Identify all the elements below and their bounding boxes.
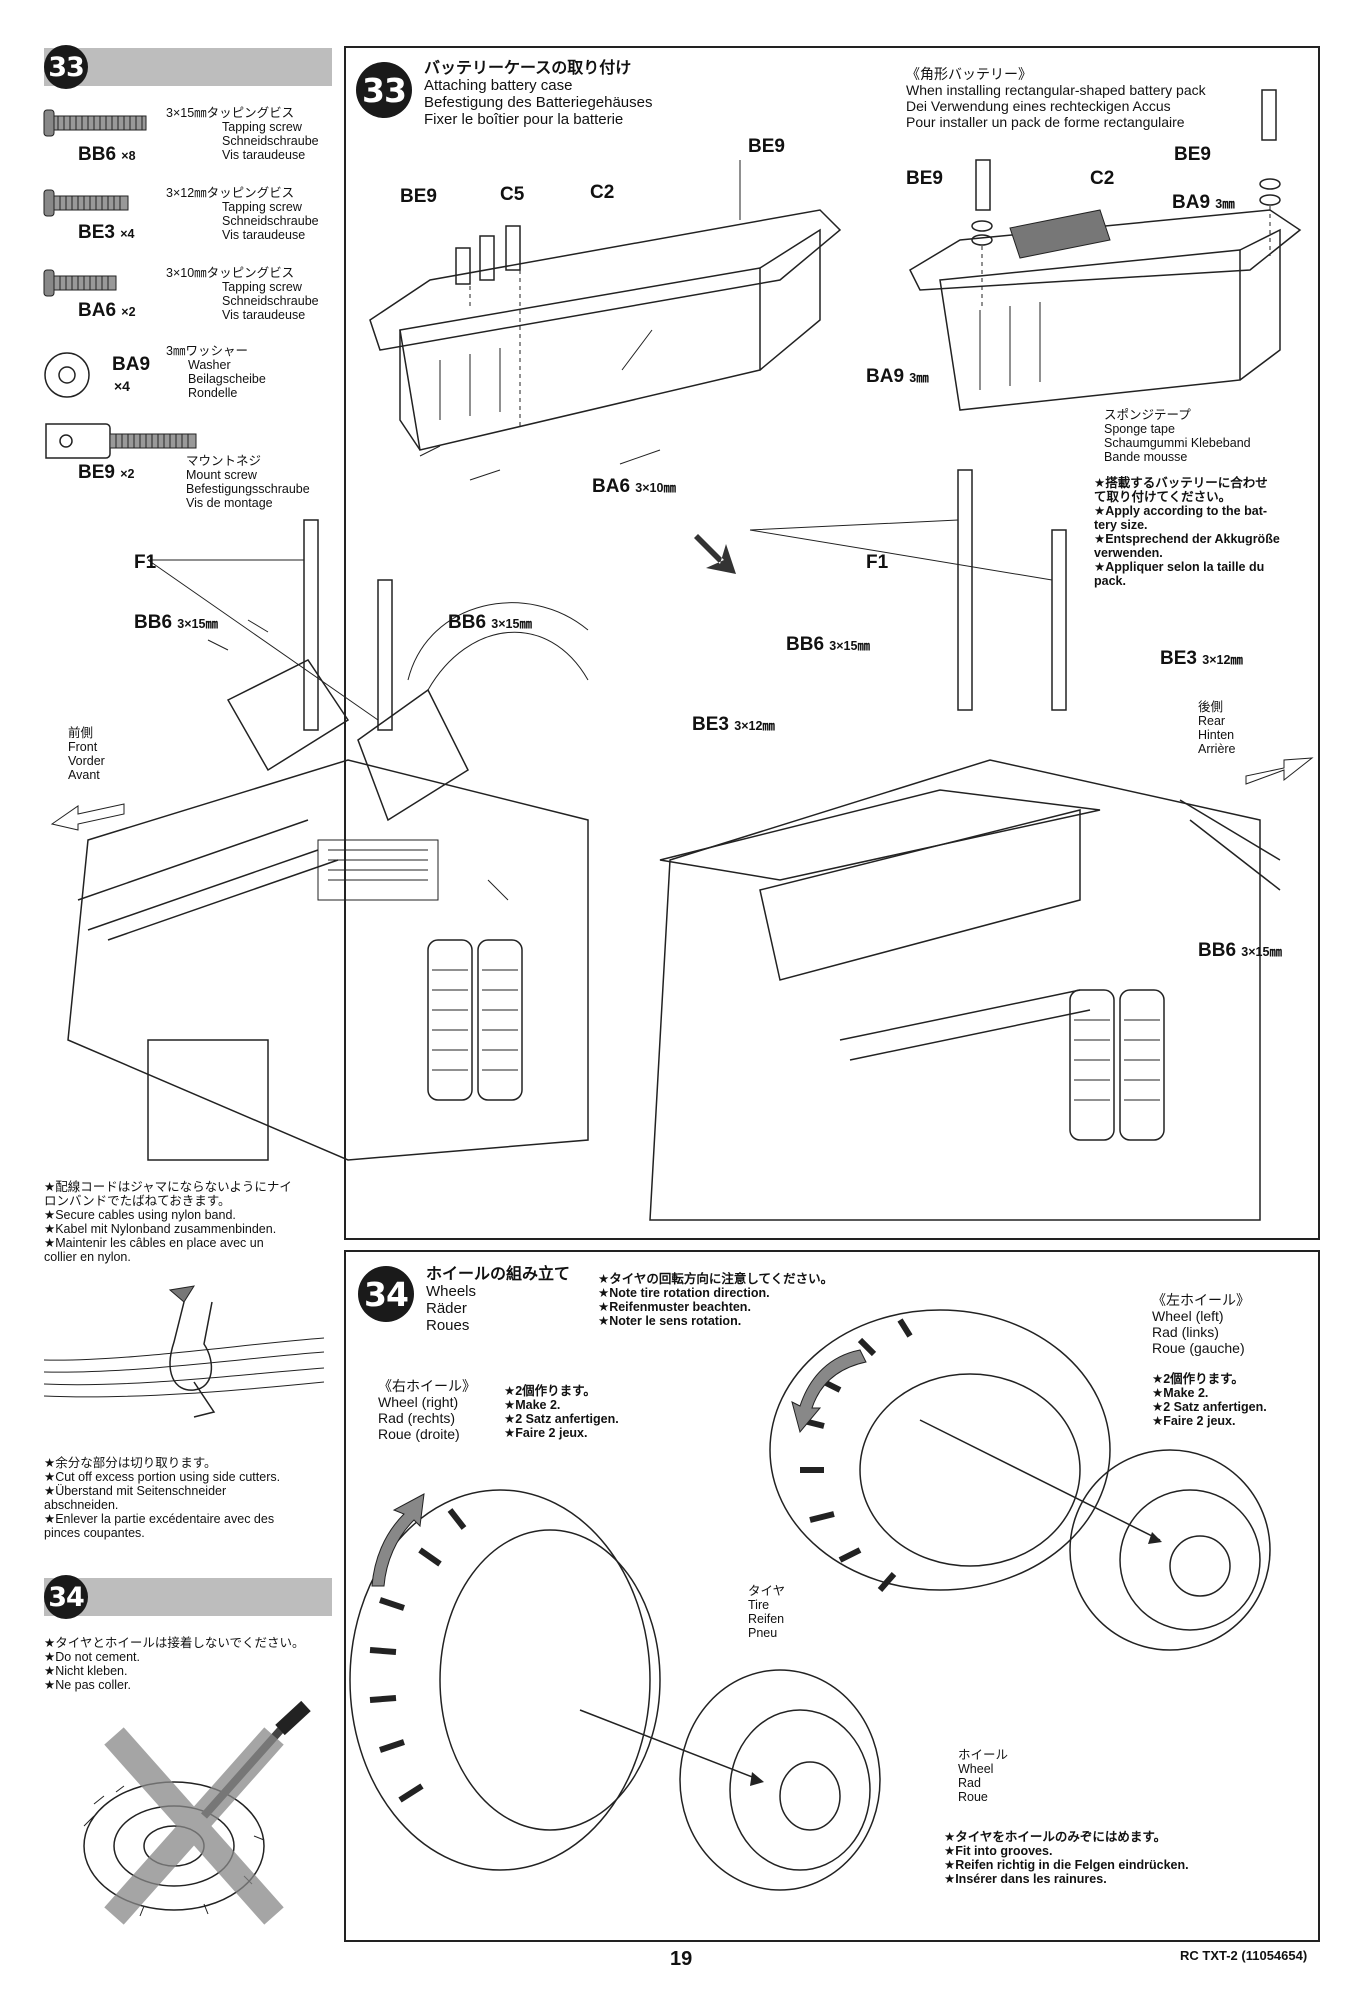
part-description: 3×12㎜タッピングビス Tapping screw Schneidschrau… [166, 186, 319, 242]
do-not-cement-illustration [83, 1700, 311, 1925]
screw-icon [43, 269, 117, 297]
left-wheel-drawing [769, 1309, 1271, 1651]
chassis-drawing-left [67, 519, 589, 1161]
label-be9: BE9 [748, 136, 785, 157]
document-ref: RC TXT-2 (11054654) [1180, 1948, 1308, 1963]
apply-note: ★搭載するバッテリーに合わせて取り付けてください。 ★Apply accordi… [1094, 476, 1280, 588]
part-description: マウントネジ Mount screw Befestigungsschraube … [186, 454, 310, 510]
right-wheel-drawing [349, 1489, 881, 1891]
part-description: 3×10㎜タッピングビス Tapping screw Schneidschrau… [166, 266, 319, 322]
rear-arrow-icon [1245, 757, 1314, 785]
label-bb6: BB6 3×15㎜ [786, 634, 870, 655]
mount-screw-icon [45, 423, 197, 459]
page-number: 19 [670, 1948, 693, 1970]
nylon-band-illustration [43, 1285, 325, 1418]
cut-note: ★余分な部分は切り取ります。★Cut off excess portion us… [44, 1456, 281, 1540]
make2-left-note: ★2個作ります。★Make 2. ★2 Satz anfertigen.★Fai… [1152, 1372, 1267, 1428]
chassis-drawing-right [649, 469, 1281, 1221]
battery-case-drawing [369, 160, 842, 481]
part-description: 3㎜ワッシャー Washer Beilagscheibe Rondelle [166, 344, 266, 400]
label-bb6: BB6 3×15㎜ [448, 612, 532, 633]
down-arrow-icon [694, 534, 736, 574]
part-code: BE9 ×2 [78, 462, 135, 483]
direction-note: ★タイヤの回転方向に注意してください。★Note tire rotation d… [598, 1272, 834, 1328]
part-code: BA6 ×2 [78, 300, 136, 321]
front-arrow-icon [50, 803, 125, 831]
rect-battery-case-drawing [909, 89, 1302, 411]
step34-panel [344, 1250, 1320, 1942]
washer-icon [44, 352, 90, 398]
label-be9: BE9 [400, 186, 437, 207]
right-wheel-label: 《右ホイール》Wheel (right) Rad (rechts)Roue (d… [378, 1378, 476, 1442]
cable-note: ★配線コードはジャマにならないようにナイロンバンドでたばねておきます。 ★Sec… [44, 1180, 292, 1264]
screw-icon [43, 189, 129, 217]
label-be3: BE3 3×12㎜ [1160, 648, 1243, 669]
rect-battery-title: 《角形バッテリー》When installing rectangular-sha… [906, 66, 1206, 130]
step34-badge: 34 [44, 1575, 88, 1619]
label-bb6: BB6 3×15㎜ [134, 612, 218, 633]
step33-panel [344, 46, 1320, 1240]
part-code: BB6 ×8 [78, 144, 136, 165]
rotation-arrow-icon [371, 1493, 425, 1587]
label-f1: F1 [134, 552, 157, 573]
part-code: BA9 [112, 354, 151, 375]
screw-icon [43, 109, 147, 137]
groove-note: ★タイヤをホイールのみぞにはめます。★Fit into grooves. ★Re… [944, 1830, 1189, 1886]
left-wheel-label: 《左ホイール》Wheel (left) Rad (links)Roue (gau… [1152, 1292, 1250, 1356]
step34-panel-badge: 34 [358, 1266, 414, 1322]
label-c5: C5 [500, 184, 525, 205]
label-bb6: BB6 3×15㎜ [1198, 940, 1282, 961]
step33-panel-badge: 33 [356, 62, 412, 118]
step34-header-bar [44, 1578, 332, 1616]
label-f1: F1 [866, 552, 889, 573]
label-ba9: BA9 3㎜ [866, 366, 929, 387]
part-code: BE3 ×4 [78, 222, 135, 243]
label-be9: BE9 [906, 168, 943, 189]
make2-right-note: ★2個作ります。★Make 2. ★2 Satz anfertigen.★Fai… [504, 1384, 619, 1440]
step33-header-bar [44, 48, 332, 86]
rotation-arrow-icon [791, 1349, 867, 1434]
step33-badge: 33 [44, 45, 88, 89]
part-qty: ×4 [114, 378, 130, 394]
label-c2: C2 [590, 182, 615, 203]
label-be9: BE9 [1174, 144, 1211, 165]
label-be3: BE3 3×12㎜ [692, 714, 775, 735]
label-ba9: BA9 3㎜ [1172, 192, 1235, 213]
cement-note: ★タイヤとホイールは接着しないでください。★Do not cement. ★Ni… [44, 1636, 305, 1692]
part-description: 3×15㎜タッピングビス Tapping screw Schneidschrau… [166, 106, 319, 162]
label-ba6: BA6 3×10㎜ [592, 476, 676, 497]
label-c2: C2 [1090, 168, 1115, 189]
